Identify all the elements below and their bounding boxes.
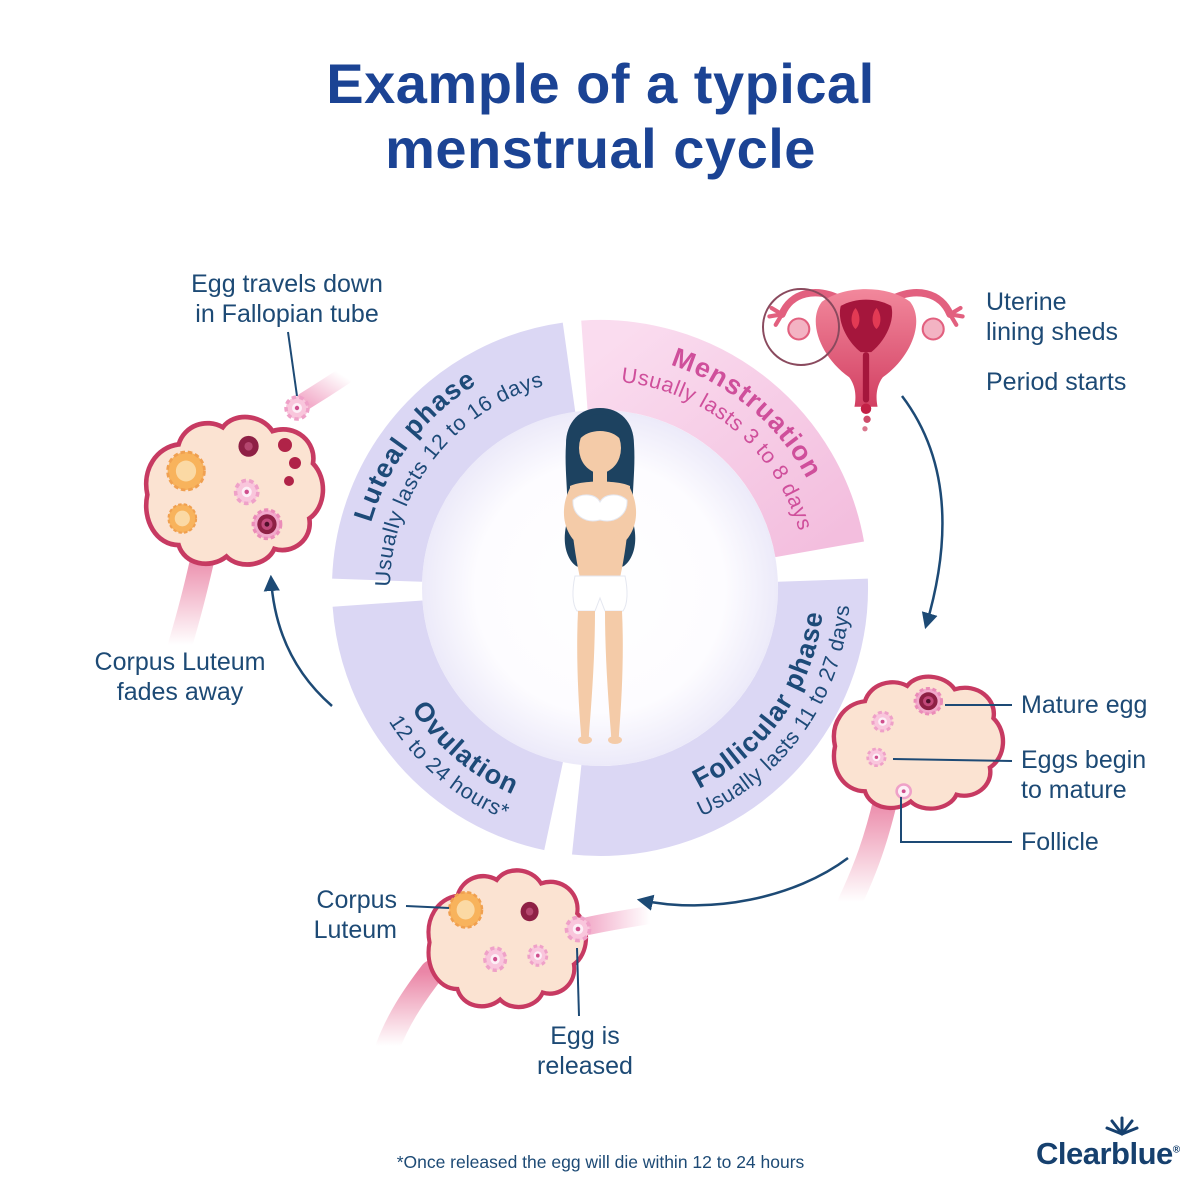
callout-mature-egg: Mature egg bbox=[1021, 691, 1191, 721]
follicle-connector bbox=[900, 797, 1012, 843]
ovary-follicular-illustration bbox=[834, 677, 1003, 809]
footnote: *Once released the egg will die within 1… bbox=[396, 1152, 805, 1172]
corpus-luteum-edge-detail bbox=[278, 438, 301, 486]
uterine-lining-line-2: lining sheds bbox=[986, 317, 1119, 346]
clearblue-logo-text: Clearblue bbox=[1036, 1136, 1173, 1171]
callout-follicle: Follicle bbox=[1021, 828, 1191, 858]
egg-travels-line-1: Egg travels down bbox=[191, 270, 383, 298]
eggs-begin-connector bbox=[892, 758, 1013, 762]
cycle-ring bbox=[332, 319, 868, 857]
clearblue-logo: Clearblue® bbox=[1036, 1136, 1180, 1172]
ovulation-ovary-stem bbox=[376, 960, 444, 1058]
corpus-luteum-line-2: Luteum bbox=[313, 915, 397, 944]
egg-travels-connector bbox=[287, 331, 298, 397]
cycle-flow-arrows bbox=[263, 395, 944, 911]
corpus-luteum-line-1: Corpus bbox=[316, 886, 397, 914]
arrow-ovulation-to-luteal bbox=[263, 574, 333, 707]
registered-mark: ® bbox=[1172, 1144, 1180, 1156]
clearblue-burst-icon bbox=[1105, 1116, 1139, 1136]
arrow-uterus-to-ovary bbox=[901, 395, 944, 630]
ovulation-segment bbox=[332, 599, 564, 851]
callout-eggs-begin: Eggs begin to mature bbox=[1021, 746, 1191, 805]
period-starts-label: Period starts bbox=[986, 368, 1127, 396]
title-line-1: Example of a typical bbox=[326, 52, 875, 115]
egg-travels-line-2: in Fallopian tube bbox=[195, 299, 379, 328]
arrow-follicular-to-ovulation bbox=[636, 857, 849, 911]
egg-release-trail bbox=[579, 906, 659, 935]
menstruation-segment bbox=[581, 319, 865, 559]
callout-period-starts: Period starts bbox=[986, 368, 1196, 398]
corpus-luteum-fades-line-1: Corpus Luteum bbox=[94, 648, 266, 676]
follicular-segment bbox=[572, 578, 868, 857]
ovary-luteal-illustration bbox=[146, 417, 323, 565]
egg-released-line-2: released bbox=[537, 1051, 633, 1080]
callout-egg-released: Egg is released bbox=[500, 1022, 670, 1081]
corpus-luteum-fades-line-2: fades away bbox=[116, 677, 244, 706]
luteal-ovary-stem bbox=[168, 540, 216, 657]
egg-released-line-1: Egg is bbox=[550, 1022, 620, 1050]
luteal-segment bbox=[332, 322, 577, 583]
corpus-luteum-connector bbox=[405, 905, 450, 909]
mature-egg-label: Mature egg bbox=[1021, 691, 1148, 719]
page-title: Example of a typical menstrual cycle bbox=[0, 52, 1201, 182]
eggs-begin-line-1: Eggs begin bbox=[1021, 746, 1147, 774]
ovary-ovulation-illustration bbox=[429, 870, 587, 1007]
eggs-begin-line-2: to mature bbox=[1021, 775, 1127, 804]
callout-connectors bbox=[287, 331, 1013, 1017]
callout-egg-travels: Egg travels down in Fallopian tube bbox=[137, 270, 437, 329]
released-egg-icon bbox=[564, 915, 592, 943]
magnifier-circle-icon bbox=[762, 288, 840, 366]
egg-released-connector bbox=[576, 947, 580, 1017]
woman-figure bbox=[563, 408, 637, 744]
uterine-lining-line-1: Uterine bbox=[986, 288, 1067, 316]
travelling-egg-icon bbox=[284, 395, 310, 421]
uterus-illustration bbox=[767, 289, 965, 432]
egg-travel-trail bbox=[296, 367, 353, 410]
callout-corpus-luteum-fades: Corpus Luteum fades away bbox=[55, 648, 305, 707]
callout-corpus-luteum: Corpus Luteum bbox=[277, 886, 397, 945]
follicular-ovary-stem bbox=[838, 786, 898, 914]
title-line-2: menstrual cycle bbox=[385, 116, 816, 180]
follicle-label: Follicle bbox=[1021, 828, 1099, 856]
callout-uterine-lining: Uterine lining sheds bbox=[986, 288, 1196, 347]
